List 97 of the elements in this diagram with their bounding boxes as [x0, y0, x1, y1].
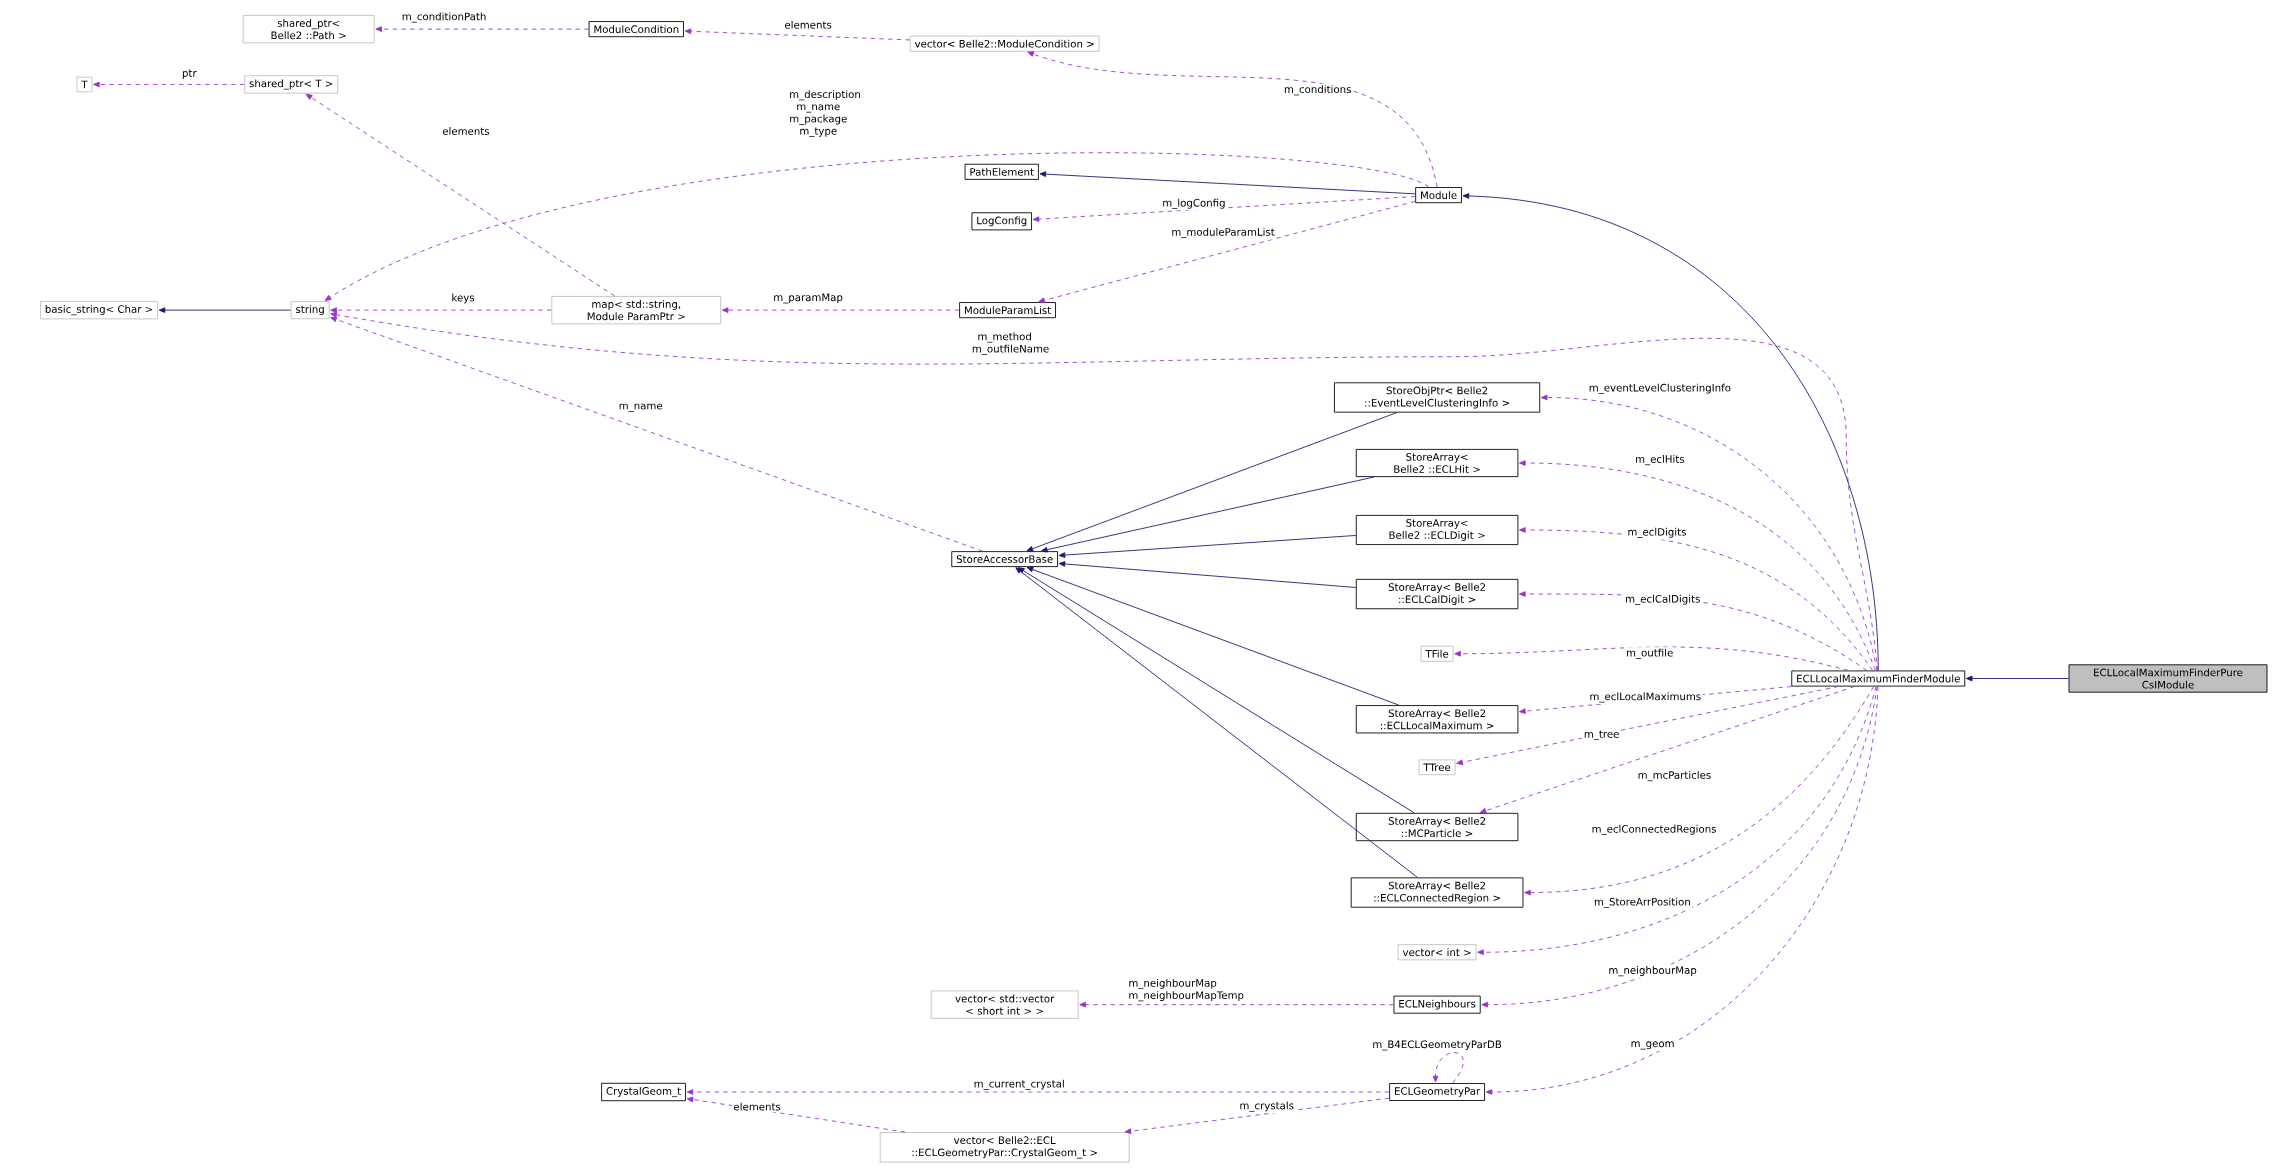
edge-label: m_geom: [1629, 1040, 1676, 1052]
arrow: [684, 28, 911, 41]
class-box: ECLLocalMaximumFinderPure CsIModule: [2068, 664, 2268, 693]
edge-label: m_moduleParamList: [1169, 226, 1277, 240]
edge-label: m_eclHits: [1633, 453, 1687, 467]
edge-label: elements: [782, 19, 834, 31]
arrow: [305, 94, 616, 297]
arrow: [330, 312, 1878, 672]
class-box: StoreArray< Belle2 ::MCParticle >: [1355, 813, 1519, 842]
arrow: [375, 26, 590, 33]
edge-label: m_paramMap: [771, 292, 845, 306]
arrow: [1477, 686, 1877, 956]
edge-label: ptr: [180, 68, 199, 81]
arrow: [1540, 394, 1878, 672]
class-box: StoreArray< Belle2 ::ECLHit >: [1355, 449, 1519, 478]
class-box: PathElement: [964, 164, 1039, 181]
class-box: ECLNeighbours: [1393, 995, 1481, 1014]
edge-label: m_crystals: [1238, 1100, 1296, 1114]
edge-label: elements: [440, 125, 492, 137]
class-box: ECLGeometryPar: [1389, 1083, 1485, 1102]
arrow: [1462, 193, 1879, 672]
arrow: [93, 81, 245, 88]
edge-label: m_logConfig: [1160, 197, 1227, 211]
arrow: [1026, 567, 1400, 706]
edge-label: m_neighbourMap m_neighbourMapTemp: [1126, 977, 1244, 1003]
edge-label: m_conditions: [1282, 84, 1353, 98]
class-box: basic_string< Char >: [40, 301, 158, 320]
class-box: StoreArray< Belle2 ::ECLDigit >: [1355, 515, 1519, 546]
class-box: string: [290, 301, 330, 320]
edge-label: m_tree: [1582, 729, 1621, 742]
arrow: [1027, 51, 1438, 188]
class-box: shared_ptr< Belle2 ::Path >: [242, 15, 375, 44]
edge-label: m_eclDigits: [1626, 526, 1688, 540]
class-box: vector< int >: [1397, 944, 1477, 961]
arrow: [686, 1097, 906, 1133]
arrow: [330, 316, 983, 552]
arrow: [1015, 567, 1418, 879]
class-box: LogConfig: [971, 212, 1032, 231]
edge-label: m_conditionPath: [400, 11, 488, 25]
arrow: [1479, 686, 1855, 814]
class-box: StoreObjPtr< Belle2 ::EventLevelClusteringInfo >: [1334, 382, 1541, 413]
edge-label: m_description m_name m_package m_type: [787, 88, 860, 139]
arrow: [1032, 196, 1416, 223]
arrow: [1058, 561, 1357, 589]
edge-label: m_current_crystal: [972, 1078, 1067, 1092]
class-box: TTree: [1418, 759, 1456, 776]
class-box: CrystalGeom_t: [601, 1083, 686, 1102]
arrow: [1039, 171, 1416, 195]
class-box: T: [76, 76, 93, 93]
edge-label: m_name: [617, 402, 665, 414]
edge-label: m_eclCalDigits: [1623, 593, 1702, 607]
arrow: [721, 307, 960, 314]
arrow: [1485, 686, 1879, 1096]
arrow: [1519, 460, 1876, 672]
arrow: [1456, 686, 1839, 766]
arrow: [1124, 1097, 1390, 1135]
arrow: [1481, 686, 1878, 1008]
class-box: shared_ptr< T >: [244, 75, 339, 94]
arrow: [1058, 535, 1357, 559]
edge-label: m_outfile: [1624, 647, 1675, 661]
class-box: vector< Belle2::ModuleCondition >: [909, 35, 1100, 52]
arrow: [686, 1089, 1390, 1096]
edge-label: m_B4ECLGeometryParDB: [1370, 1039, 1504, 1053]
arrow: [1018, 567, 1415, 814]
class-box: ModuleParamList: [959, 302, 1056, 319]
arrow: [1454, 646, 1849, 672]
arrow: [1519, 527, 1874, 672]
arrow: [1038, 201, 1416, 304]
edge-label: m_eclConnectedRegions: [1590, 823, 1718, 837]
edge-label: m_eclLocalMaximums: [1588, 691, 1703, 705]
class-box: vector< std::vector < short int > >: [930, 990, 1079, 1019]
class-box: vector< Belle2::ECL ::ECLGeometryPar::CrystalGeom_t >: [879, 1132, 1130, 1163]
class-box: TFile: [1420, 645, 1454, 662]
class-box: ECLLocalMaximumFinderModule: [1791, 670, 1966, 687]
edge-label: m_eventLevelClusteringInfo: [1587, 382, 1733, 396]
class-box: StoreArray< Belle2 ::ECLCalDigit >: [1355, 579, 1519, 610]
class-box: map< std::string, Module ParamPtr >: [551, 296, 722, 325]
arrow: [1041, 476, 1375, 553]
class-box: Module: [1415, 187, 1462, 204]
edge-label: m_neighbourMap: [1606, 964, 1699, 978]
arrow: [1079, 1002, 1394, 1008]
edge-label: m_mcParticles: [1636, 769, 1713, 783]
class-box: StoreArray< Belle2 ::ECLConnectedRegion >: [1350, 877, 1524, 908]
arrow: [1432, 1052, 1464, 1084]
class-box: StoreAccessorBase: [951, 551, 1058, 568]
arrow: [158, 307, 292, 314]
class-box: ModuleCondition: [588, 21, 684, 38]
edge-label: elements: [732, 1101, 783, 1113]
edge-label: keys: [450, 292, 477, 306]
arrow: [330, 307, 552, 314]
arrow: [1965, 675, 2069, 682]
class-box: StoreArray< Belle2 ::ECLLocalMaximum >: [1355, 705, 1519, 734]
edge-label: m_StoreArrPosition: [1592, 896, 1693, 910]
arrow: [1026, 412, 1398, 552]
arrow: [1524, 686, 1875, 896]
edge-label: m_method m_outfileName: [970, 331, 1049, 357]
arrow: [324, 152, 1430, 302]
